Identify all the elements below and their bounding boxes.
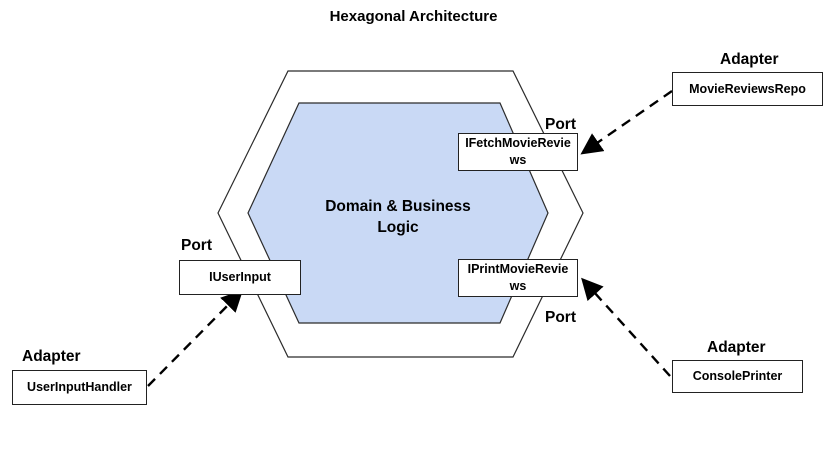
adapter-heading-consoleprinter: Adapter xyxy=(707,339,766,356)
arrow-moviereviewsrepo-to-ifetchmoviereviews xyxy=(580,90,673,155)
port-iuserinput: IUserInput xyxy=(179,260,301,295)
domain-core-label: Domain & Business Logic xyxy=(325,198,471,236)
adapter-userinputhandler: UserInputHandler xyxy=(12,370,147,405)
adapter-heading-userinputhandler: Adapter xyxy=(22,348,81,365)
adapter-consoleprinter: ConsolePrinter xyxy=(672,360,803,393)
adapter-heading-moviereviewsrepo: Adapter xyxy=(720,51,779,68)
port-heading-iprintmoviereviews: Port xyxy=(545,309,576,326)
diagram-title: Hexagonal Architecture xyxy=(329,8,498,25)
port-iprintmoviereviews: IPrintMovieReviews xyxy=(458,259,578,297)
port-heading-iuserinput: Port xyxy=(181,237,212,254)
arrow-consoleprinter-to-iprintmoviereviews xyxy=(581,277,671,377)
port-heading-ifetchmoviereviews: Port xyxy=(545,116,576,133)
arrow-userinputhandler-to-iuserinput xyxy=(147,289,244,387)
port-ifetchmoviereviews: IFetchMovieReviews xyxy=(458,133,578,171)
adapter-moviereviewsrepo: MovieReviewsRepo xyxy=(672,72,823,106)
